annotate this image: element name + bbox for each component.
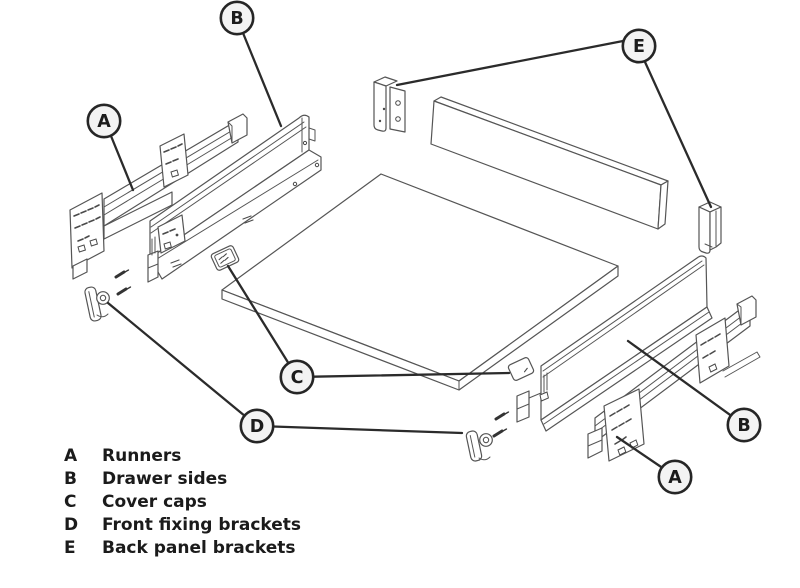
callout-e-top: E <box>621 28 657 64</box>
legend-item-drawer-sides: B Drawer sides <box>64 467 301 490</box>
callout-b-right: B <box>726 407 762 443</box>
callout-a-right: A <box>657 459 693 495</box>
callout-letter: D <box>250 417 265 437</box>
legend-label: Back panel brackets <box>102 537 296 558</box>
legend-key: C <box>64 491 77 512</box>
callout-b-top: B <box>219 0 255 36</box>
legend-label: Drawer sides <box>102 468 228 489</box>
callout-letter: A <box>668 468 682 488</box>
callout-letter: E <box>633 37 645 57</box>
legend-item-cover-caps: C Cover caps <box>64 490 301 513</box>
drawer-side-left-drawing <box>147 114 322 283</box>
back-panel-drawing <box>430 96 669 230</box>
callout-c-center: C <box>279 359 315 395</box>
legend-key: A <box>64 445 78 466</box>
drawer-base-drawing <box>221 173 619 391</box>
callout-letter: B <box>230 9 243 29</box>
callout-d-center: D <box>239 408 275 444</box>
legend-key: E <box>64 537 76 558</box>
cover-cap-left-drawing <box>210 245 240 271</box>
legend-item-front-fixing-brackets: D Front fixing brackets <box>64 513 301 536</box>
legend-label: Front fixing brackets <box>102 514 302 535</box>
cover-cap-right-drawing <box>507 357 535 381</box>
legend-label: Cover caps <box>102 491 207 512</box>
parts-legend: A Runners B Drawer sides C Cover caps D … <box>64 444 301 559</box>
legend-label: Runners <box>102 445 182 466</box>
legend-item-back-panel-brackets: E Back panel brackets <box>64 536 301 559</box>
callout-letter: B <box>737 416 750 436</box>
callout-a-left: A <box>86 103 122 139</box>
front-fixing-bracket-left-drawing <box>84 269 132 322</box>
back-panel-bracket-right-drawing <box>698 201 722 254</box>
legend-key: B <box>64 468 77 489</box>
front-fixing-bracket-right-drawing <box>465 411 510 462</box>
back-panel-bracket-left-drawing <box>373 76 406 133</box>
legend-item-runners: A Runners <box>64 444 301 467</box>
leader-lines <box>106 31 733 469</box>
legend-key: D <box>64 514 79 535</box>
drawer-side-right-drawing <box>516 255 713 432</box>
callout-letter: A <box>97 112 111 132</box>
callout-letter: C <box>291 368 304 388</box>
runner-left-drawing <box>69 113 248 280</box>
